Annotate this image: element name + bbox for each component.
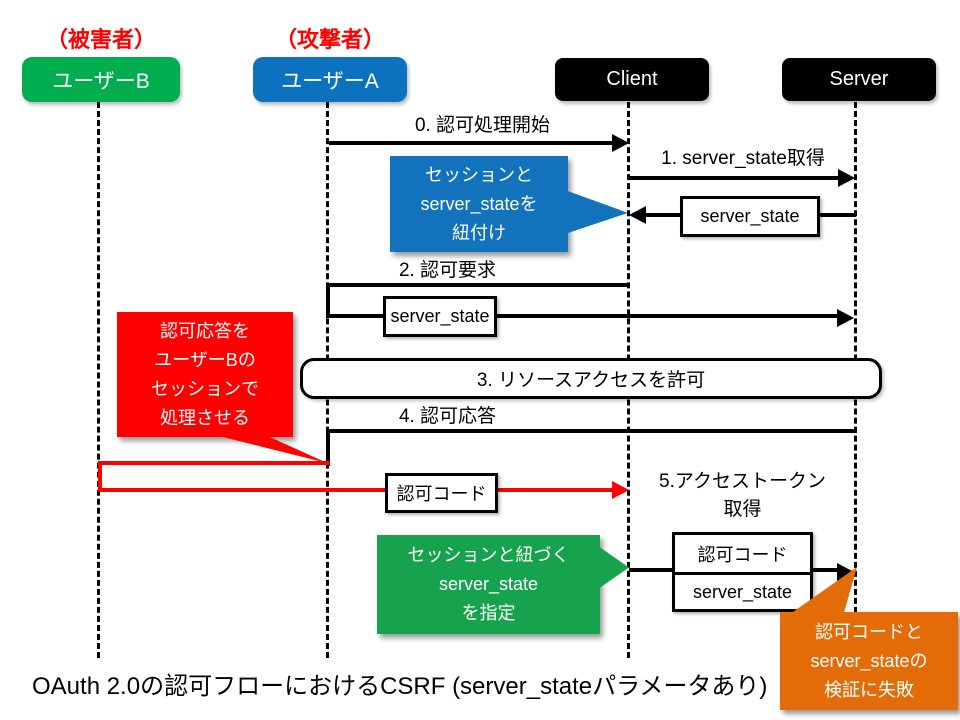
callout-csrf-attack-line2: ユーザーBの — [154, 349, 256, 370]
message-1-label: 1. server_state取得 — [661, 148, 825, 169]
message-4-connector — [326, 429, 330, 466]
callout-verify-fail-line3: 検証に失敗 — [824, 679, 914, 700]
callout-csrf-attack-line1: 認可応答を — [160, 320, 250, 341]
lifeline-user-b — [97, 102, 100, 658]
message-2-label: 2. 認可要求 — [398, 260, 497, 281]
message-5-state-cell: server_state — [675, 572, 810, 609]
callout-session-state-line3: を指定 — [461, 603, 516, 623]
actor-user-b: ユーザーB — [22, 57, 180, 102]
message-5-label: 5.アクセストークン 取得 — [640, 468, 845, 524]
callout-verify-fail: 認可コードと server_stateの 検証に失敗 — [780, 612, 958, 710]
diagram-title: OAuth 2.0の認可フローにおけるCSRF (server_stateパラメ… — [32, 673, 768, 700]
message-3-box: 3. リソースアクセスを許可 — [300, 358, 882, 399]
message-5-label-line2: 取得 — [723, 499, 762, 520]
callout-session-state-line2: server_state — [438, 574, 539, 594]
callout-bind-session: セッションと server_stateを 紐付け — [390, 156, 568, 252]
callout-csrf-attack-line4: 処理させる — [160, 407, 250, 428]
callout-session-state-tail — [598, 546, 629, 589]
attack-line-connector — [98, 461, 102, 492]
actor-client: Client — [555, 58, 709, 101]
return-state-box: server_state — [680, 196, 820, 237]
message-2-line-lower — [329, 314, 838, 318]
message-5-params-box: 認可コード server_state — [672, 532, 813, 612]
attack-line-lower — [98, 488, 614, 492]
attack-arrowhead — [612, 481, 629, 499]
victim-role-label: （被害者） — [45, 27, 156, 52]
callout-session-state: セッションと紐づく server_state を指定 — [377, 535, 600, 634]
attack-code-box: 認可コード — [385, 473, 498, 513]
message-5-code-cell: 認可コード — [697, 544, 788, 565]
message-2-arrowhead — [837, 309, 854, 327]
callout-bind-session-tail — [565, 190, 628, 234]
message-5-label-line1: 5.アクセストークン — [659, 471, 826, 492]
callout-csrf-attack-tail — [215, 435, 327, 463]
callout-bind-session-line3: 紐付け — [452, 222, 506, 243]
callout-csrf-attack: 認可応答を ユーザーBの セッションで 処理させる — [117, 312, 293, 437]
callout-csrf-attack-line3: セッションで — [151, 378, 259, 399]
message-0-arrowhead — [612, 134, 629, 152]
callout-bind-session-line1: セッションと — [425, 164, 533, 185]
message-2-connector — [326, 283, 330, 318]
attacker-role-label: （攻撃者） — [274, 27, 385, 52]
attack-line-upper — [98, 461, 330, 465]
actor-user-a: ユーザーA — [253, 57, 407, 102]
message-1-arrowhead — [838, 169, 855, 187]
callout-bind-session-line2: server_stateを — [420, 193, 538, 214]
message-4-label: 4. 認可応答 — [398, 406, 497, 427]
message-1-line — [629, 176, 840, 180]
callout-session-state-line1: セッションと紐づく — [407, 545, 570, 565]
message-0-label: 0. 認可処理開始 — [414, 115, 551, 136]
message-2-state-box: server_state — [383, 296, 497, 337]
return-state-arrowhead — [629, 206, 646, 224]
message-2-line-upper — [329, 283, 629, 287]
message-0-line — [329, 141, 614, 145]
callout-verify-fail-line1: 認可コードと — [815, 621, 923, 642]
message-4-line — [329, 429, 857, 433]
callout-verify-fail-line2: server_stateの — [810, 650, 928, 671]
actor-server: Server — [782, 58, 936, 101]
